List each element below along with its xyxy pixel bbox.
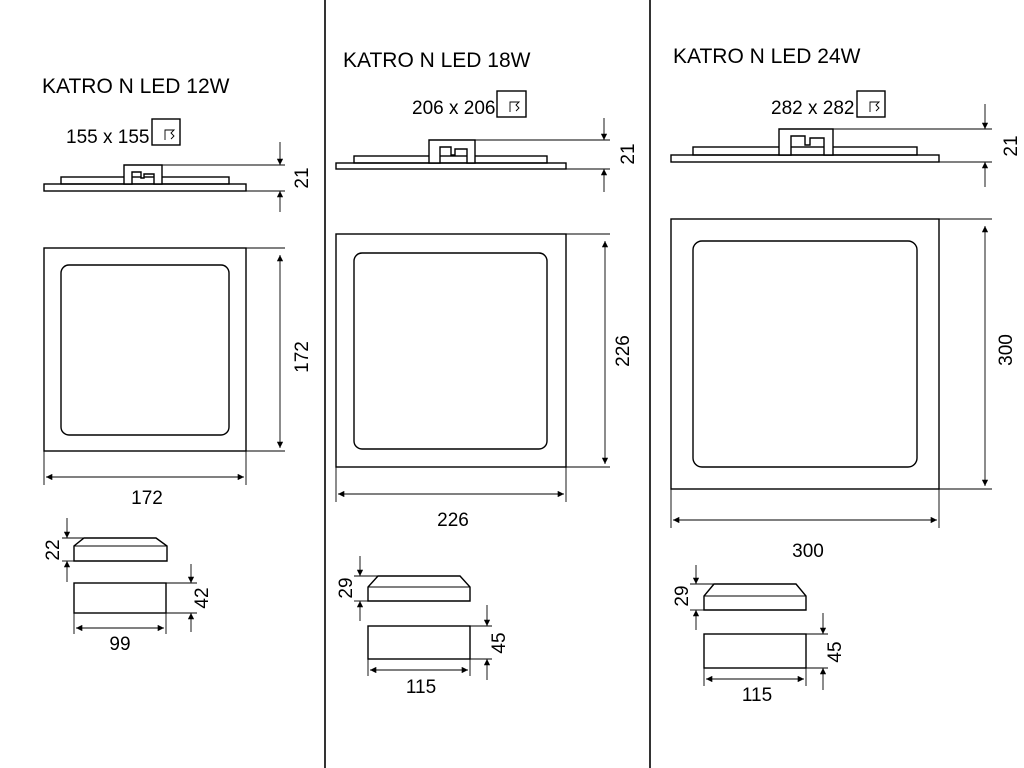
height-label: 21	[1001, 135, 1022, 156]
box2-height-label: 45	[825, 641, 846, 662]
driver-box-top: 29	[672, 565, 807, 630]
box2-height-label: 45	[489, 632, 510, 653]
outer-width-label: 172	[131, 488, 163, 509]
cutout-icon	[496, 90, 527, 118]
box2-height-label: 42	[192, 587, 213, 608]
side-profile: 21	[335, 118, 639, 192]
panel-title: KATRO N LED 24W	[673, 45, 861, 68]
outer-height-label: 172	[292, 341, 313, 373]
box2-width-label: 99	[109, 634, 130, 655]
cutout-icon	[151, 118, 181, 146]
panel-18w: KATRO N LED 18W 206 x 206 21 226	[335, 49, 639, 698]
cutout-icon	[856, 90, 886, 118]
panel-24w: KATRO N LED 24W 282 x 282 21 300	[670, 45, 1022, 706]
front-view: 300 300	[670, 218, 1017, 562]
height-label: 21	[618, 143, 639, 164]
driver-box-bottom: 45 115	[703, 613, 846, 706]
panel-12w: KATRO N LED 12W 155 x 155 21 172	[42, 75, 313, 655]
side-profile: 21	[670, 104, 1022, 187]
box1-height-label: 29	[672, 585, 693, 606]
front-view: 172 172	[43, 247, 313, 509]
outer-width-label: 226	[437, 510, 469, 531]
box2-width-label: 115	[406, 677, 436, 698]
height-label: 21	[292, 167, 313, 188]
box1-height-label: 29	[336, 577, 357, 598]
cutout-label: 155 x 155	[66, 127, 149, 148]
panel-title: KATRO N LED 12W	[42, 75, 230, 98]
outer-height-label: 300	[996, 334, 1017, 366]
box1-height-label: 22	[43, 539, 64, 560]
driver-box-top: 22	[43, 518, 168, 582]
side-profile: 21	[43, 142, 313, 212]
driver-box-bottom: 42 99	[73, 564, 213, 655]
outer-width-label: 300	[792, 541, 824, 562]
panel-title: KATRO N LED 18W	[343, 49, 531, 72]
cutout-label: 282 x 282	[771, 98, 854, 119]
outer-height-label: 226	[613, 335, 634, 367]
driver-box-bottom: 45 115	[367, 605, 510, 698]
box2-width-label: 115	[742, 685, 772, 706]
front-view: 226 226	[335, 233, 634, 531]
driver-box-top: 29	[336, 556, 471, 621]
cutout-label: 206 x 206	[412, 98, 495, 119]
